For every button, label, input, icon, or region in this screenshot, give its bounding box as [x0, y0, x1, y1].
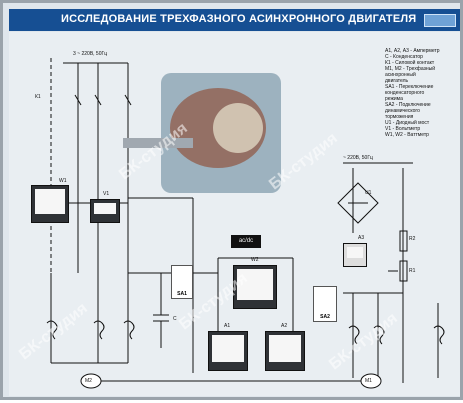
legend-line: С - Конденсатор — [385, 54, 423, 60]
legend-line: SA2 - Подключение — [385, 102, 431, 108]
legend-line: конденсаторного — [385, 90, 425, 96]
meter-face — [35, 189, 65, 214]
meter-face — [94, 203, 116, 214]
switch-sa2-label: SA2 — [320, 314, 330, 320]
header-bar: ИССЛЕДОВАНИЕ ТРЕХФАЗНОГО АСИНХРОННОГО ДВ… — [9, 9, 460, 31]
ammeter-a1 — [208, 331, 248, 371]
switch-sa2[interactable]: SA2 — [313, 286, 337, 322]
switch-sa1[interactable]: SA1 — [171, 265, 193, 299]
u1-label: U1 — [365, 190, 372, 196]
legend: А1, А2, А3 - Амперметр С - Конденсатор К… — [385, 48, 457, 138]
wattmeter-w2 — [233, 265, 277, 309]
a3-label: А3 — [358, 235, 365, 241]
logo — [424, 14, 456, 27]
k1-label: К1 — [35, 94, 41, 100]
w1-label: W1 — [59, 178, 67, 184]
motor-m2-icon — [80, 373, 102, 389]
meter-face — [237, 269, 273, 300]
voltmeter-v1 — [90, 199, 120, 223]
r1-label: R1 — [409, 268, 416, 274]
legend-line: двигатель — [385, 78, 409, 84]
v1-label: V1 — [103, 191, 110, 197]
page-title: ИССЛЕДОВАНИЕ ТРЕХФАЗНОГО АСИНХРОННОГО ДВ… — [61, 13, 417, 25]
switch-sa1-label: SA1 — [177, 291, 187, 297]
legend-line: динамического — [385, 108, 420, 114]
supply-left-label: 3 ~ 220В, 50Гц — [73, 51, 108, 57]
legend-line: асинхронный — [385, 72, 416, 78]
ammeter-a2 — [265, 331, 305, 371]
wattmeter-w1 — [31, 185, 69, 223]
legend-line: SA1 - Переключение — [385, 84, 434, 90]
wiring-diagram — [46, 58, 445, 389]
motor-m1-icon — [360, 373, 382, 389]
supply-right-label: ~ 220В, 50Гц — [343, 155, 373, 161]
meter-face — [269, 335, 301, 362]
legend-line: М1, М2 - Трехфазный — [385, 66, 436, 72]
m2-label: М2 — [85, 378, 92, 384]
a1-label: А1 — [224, 323, 231, 329]
legend-line: А1, А2, А3 - Амперметр — [385, 48, 440, 54]
r2-label: R2 — [409, 236, 416, 242]
legend-line: U1 - Диодный мост — [385, 120, 430, 126]
legend-line: W1, W2 - Ваттметр — [385, 132, 429, 138]
ammeter-a3 — [343, 243, 367, 267]
meter-face — [347, 247, 363, 258]
legend-line: К1 - Силовой контакт — [385, 60, 435, 66]
meter-face — [212, 335, 244, 362]
w2-label: W2 — [251, 257, 259, 263]
a2-label: А2 — [281, 323, 288, 329]
legend-line: режима — [385, 96, 403, 102]
legend-line: V1 - Вольтметр — [385, 126, 421, 132]
legend-line: торможения — [385, 114, 414, 120]
mode-display: ac/dc — [231, 235, 261, 248]
c-label: С — [173, 316, 177, 322]
m1-label: М1 — [365, 378, 372, 384]
